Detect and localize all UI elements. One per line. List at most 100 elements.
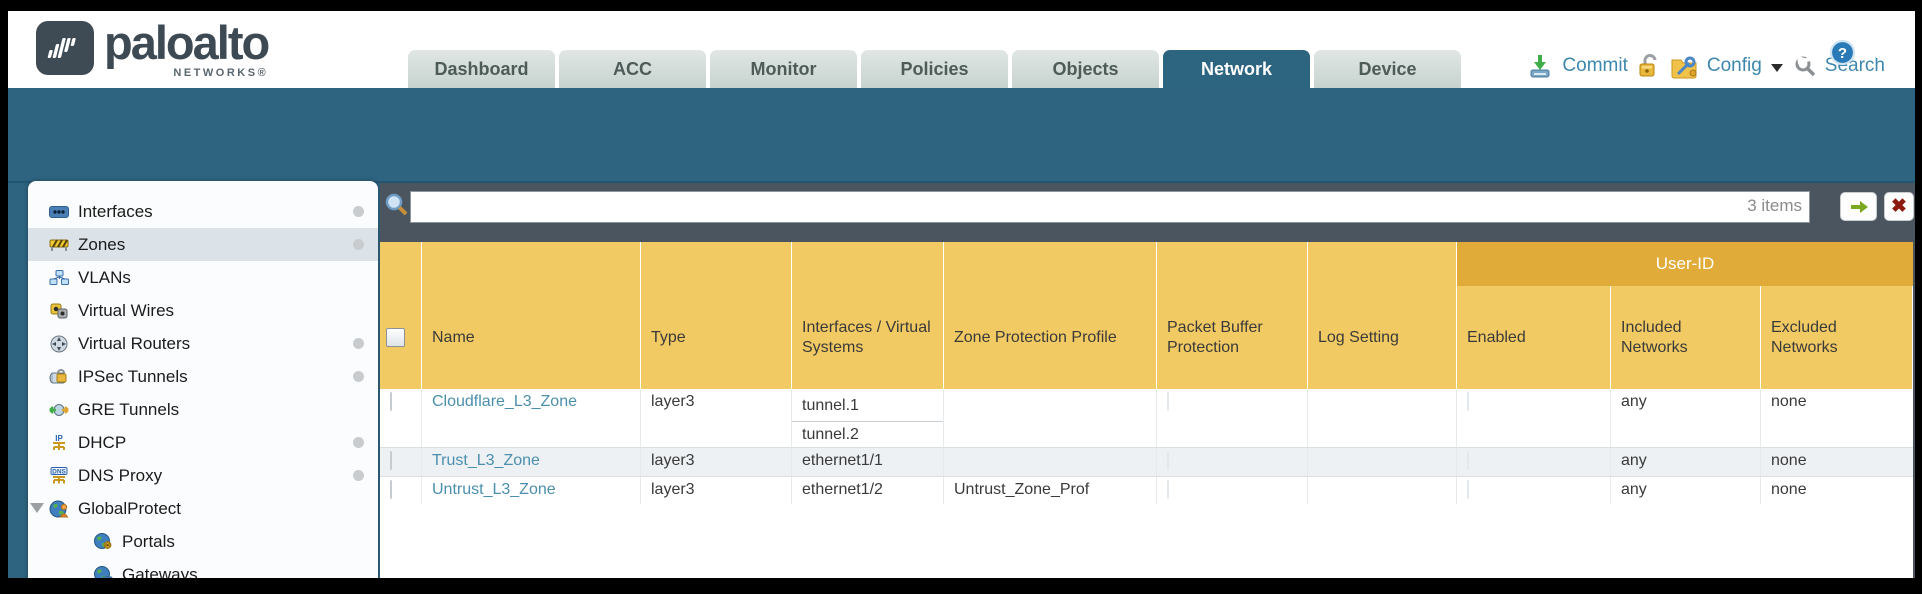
clear-filter-button[interactable]: ✖	[1884, 192, 1914, 221]
x-icon: ✖	[1891, 196, 1907, 217]
tab-acc[interactable]: ACC	[559, 50, 706, 88]
log-setting-cell	[1308, 448, 1457, 476]
commit-icon[interactable]	[1527, 53, 1553, 79]
tab-policies[interactable]: Policies	[861, 50, 1008, 88]
column-header-name[interactable]: Name	[422, 242, 641, 389]
packet-buffer-protection-cell	[1157, 448, 1308, 476]
table-row-cloudflare[interactable]: Cloudflare_L3_Zone layer3 tunnel.1 tunne…	[380, 389, 1913, 448]
paloalto-logo-icon	[36, 21, 94, 75]
sidebar-item-globalprotect[interactable]: GlobalProtect	[28, 492, 378, 525]
tab-network[interactable]: Network	[1163, 50, 1310, 88]
config-caret-icon[interactable]	[1770, 63, 1783, 72]
portals-icon	[92, 532, 114, 552]
apply-filter-button[interactable]	[1840, 192, 1877, 221]
dhcp-icon: IP	[48, 433, 70, 453]
zone-type-cell: layer3	[641, 477, 792, 506]
table-row-untrust[interactable]: Untrust_L3_Zone layer3 ethernet1/2 Untru…	[380, 477, 1913, 507]
ipsec-tunnels-icon	[48, 367, 70, 387]
zone-type-cell: layer3	[641, 389, 792, 447]
column-header-packet-buffer-protection[interactable]: Packet Buffer Protection	[1157, 242, 1308, 389]
excluded-networks-cell: none	[1771, 452, 1807, 469]
column-header-log-setting[interactable]: Log Setting	[1308, 242, 1457, 389]
sidebar-item-dns-proxy[interactable]: DNS DNS Proxy	[28, 459, 378, 492]
row-checkbox[interactable]	[390, 392, 392, 411]
sidebar-item-label: Gateways	[122, 564, 198, 579]
main-tabs: Dashboard ACC Monitor Policies Objects N…	[408, 50, 1461, 88]
svg-text:?: ?	[1838, 45, 1847, 62]
commit-button[interactable]: Commit	[1562, 55, 1628, 76]
column-header-enabled[interactable]: Enabled	[1457, 242, 1611, 389]
log-setting-cell	[1308, 389, 1457, 447]
interface-entry: tunnel.1	[792, 393, 943, 422]
column-header-zone-protection-profile[interactable]: Zone Protection Profile	[944, 242, 1157, 389]
user-id-group-header: User-ID	[1457, 242, 1913, 286]
top-header: paloalto NETWORKS® Dashboard ACC Monitor…	[8, 11, 1915, 88]
sidebar-item-gre-tunnels[interactable]: GRE Tunnels	[28, 393, 378, 426]
filter-search-icon	[385, 193, 408, 216]
status-dot	[353, 239, 364, 250]
config-button[interactable]: Config	[1706, 55, 1762, 76]
config-icon[interactable]	[1670, 53, 1698, 79]
excluded-networks-cell: none	[1771, 393, 1807, 410]
sidebar-item-gateways[interactable]: Gateways	[28, 558, 378, 578]
status-dot	[353, 206, 364, 217]
included-networks-cell: any	[1611, 448, 1761, 476]
excluded-networks-cell: none	[1771, 481, 1807, 498]
expander-triangle-icon[interactable]	[30, 503, 44, 513]
table-empty-area	[380, 504, 1913, 578]
tab-monitor[interactable]: Monitor	[710, 50, 857, 88]
gre-tunnels-icon	[48, 400, 70, 420]
logo-brand: paloalto	[104, 16, 270, 69]
tab-device[interactable]: Device	[1314, 50, 1461, 88]
enabled-checkbox	[1467, 480, 1469, 499]
zone-name-link[interactable]: Trust_L3_Zone	[422, 448, 641, 476]
tab-dashboard[interactable]: Dashboard	[408, 50, 555, 88]
user-id-enabled-cell	[1457, 477, 1611, 506]
zones-table-body: Cloudflare_L3_Zone layer3 tunnel.1 tunne…	[380, 389, 1913, 507]
column-header-type[interactable]: Type	[641, 242, 792, 389]
column-header-excluded-networks[interactable]: Excluded Networks	[1761, 242, 1913, 389]
filter-input[interactable]	[410, 191, 1810, 223]
select-all-checkbox[interactable]	[386, 328, 405, 347]
zone-interfaces-cell: tunnel.1 tunnel.2	[792, 389, 944, 447]
globalprotect-icon	[48, 499, 70, 519]
row-checkbox-cell	[380, 389, 422, 447]
sidebar-item-label: GRE Tunnels	[78, 399, 180, 419]
help-label[interactable]: Help	[1865, 41, 1905, 63]
sidebar-item-virtual-routers[interactable]: Virtual Routers	[28, 327, 378, 360]
virtual-wires-icon	[48, 301, 70, 321]
row-checkbox-cell	[380, 448, 422, 476]
row-checkbox[interactable]	[390, 480, 392, 499]
app-window: paloalto NETWORKS® Dashboard ACC Monitor…	[8, 11, 1915, 578]
packet-buffer-checkbox	[1167, 392, 1169, 411]
sidebar-item-label: DHCP	[78, 432, 127, 452]
sidebar-item-virtual-wires[interactable]: Virtual Wires	[28, 294, 378, 327]
enabled-checkbox	[1467, 451, 1469, 470]
status-dot	[353, 437, 364, 448]
tab-objects[interactable]: Objects	[1012, 50, 1159, 88]
sidebar-item-interfaces[interactable]: Interfaces	[28, 195, 378, 228]
packet-buffer-protection-cell	[1157, 477, 1308, 506]
user-id-enabled-cell	[1457, 448, 1611, 476]
sidebar-item-ipsec-tunnels[interactable]: IPSec Tunnels	[28, 360, 378, 393]
sidebar-item-portals[interactable]: Portals	[28, 525, 378, 558]
interfaces-icon	[48, 202, 70, 222]
sidebar-item-dhcp[interactable]: IP DHCP	[28, 426, 378, 459]
zone-name-link[interactable]: Untrust_L3_Zone	[422, 477, 641, 506]
sidebar-item-zones[interactable]: Zones	[28, 228, 378, 261]
dns-proxy-icon: DNS	[48, 466, 70, 486]
sidebar-item-vlans[interactable]: VLANs	[28, 261, 378, 294]
green-arrow-icon	[1850, 200, 1868, 213]
column-header-interfaces[interactable]: Interfaces / Virtual Systems	[792, 242, 944, 389]
refresh-icon[interactable]	[1791, 40, 1819, 66]
included-networks-cell: any	[1611, 477, 1761, 506]
column-header-included-networks[interactable]: Included Networks	[1611, 242, 1761, 389]
table-row-trust[interactable]: Trust_L3_Zone layer3 ethernet1/1 any non…	[380, 448, 1913, 477]
zone-name-link[interactable]: Cloudflare_L3_Zone	[422, 389, 641, 447]
status-dot	[353, 371, 364, 382]
zone-protection-profile-cell: Untrust_Zone_Prof	[944, 477, 1157, 506]
row-checkbox[interactable]	[390, 451, 392, 470]
unlock-icon[interactable]	[1637, 53, 1661, 79]
sidebar-item-label: Virtual Wires	[78, 300, 175, 320]
help-icon[interactable]: ?	[1829, 39, 1856, 66]
